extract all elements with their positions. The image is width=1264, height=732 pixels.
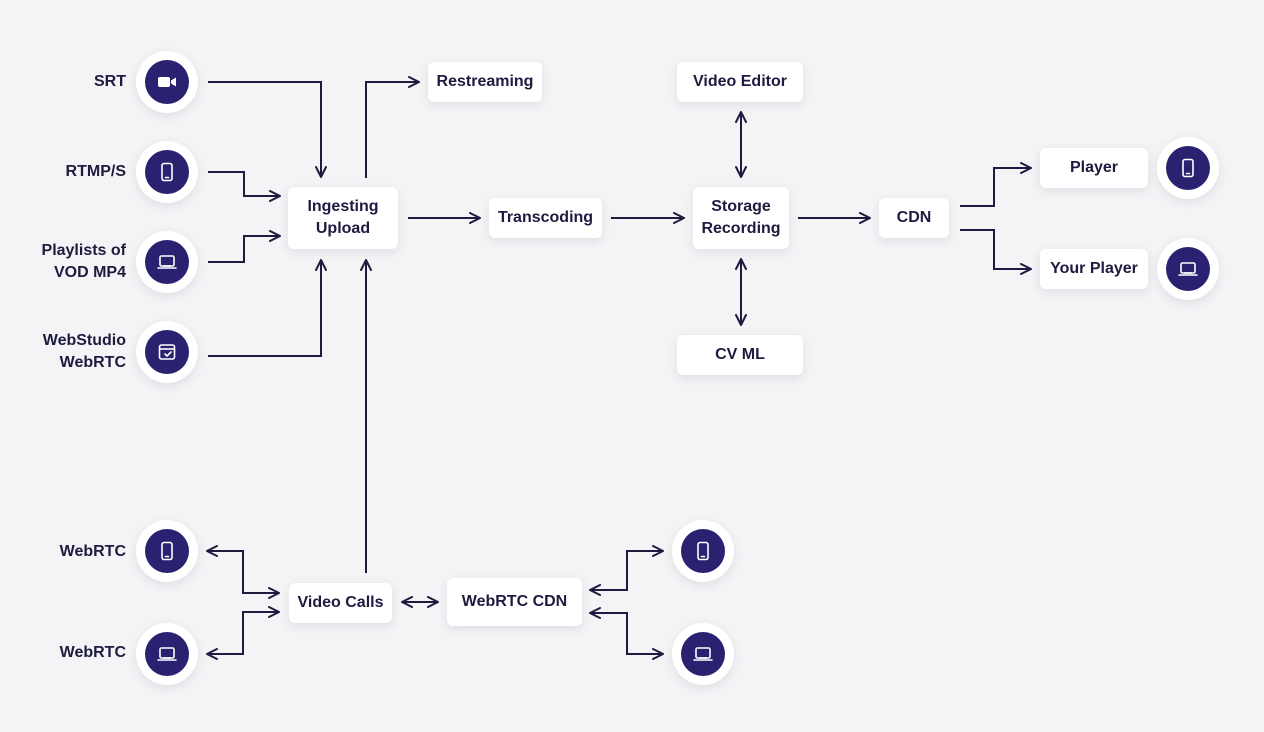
node-transcoding-label: Transcoding [497,209,594,226]
arrow-rtmp-to-ingest [208,171,281,202]
node-restreaming: Restreaming [428,62,542,102]
arrow-cdn-to-player [960,162,1032,207]
browser-check-icon [158,344,176,360]
video-camera-icon [158,77,176,87]
webrtc-bottom-source-icon [136,623,198,685]
label-playlists: Playlists of VOD MP4 [41,242,126,281]
rtmp-source-icon [136,141,198,203]
node-your-player-label: Your Player [1050,260,1138,277]
node-transcoding: Transcoding [489,198,602,238]
node-cdn: CDN [879,198,949,238]
node-ingesting-upload: Ingesting Upload [288,187,398,249]
node-cv-ml-label: CV ML [715,346,765,363]
arrow-webstudio-to-ingest [208,259,327,357]
node-webrtc-cdn-label: WebRTC CDN [461,593,568,610]
node-player-label: Player [1069,159,1119,176]
arrow-webrtc-cdn-to-phone [589,545,664,596]
playlists-source-icon [136,231,198,293]
label-rtmp: RTMP/S [65,163,126,180]
laptop-icon [693,647,713,661]
arrow-cdn-to-your-player [960,229,1032,275]
label-webrtc-bottom: WebRTC [59,644,126,661]
node-storage-recording: Storage Recording [693,187,789,249]
arrow-ingest-to-restreaming [365,76,420,178]
laptop-icon [1178,262,1198,276]
node-video-editor: Video Editor [677,62,803,102]
srt-source-icon [136,51,198,113]
node-cv-ml: CV ML [677,335,803,375]
laptop-icon [157,647,177,661]
label-webstudio: WebStudio WebRTC [42,332,126,371]
node-webrtc-cdn: WebRTC CDN [447,578,582,626]
arrow-webrtc-top-video-calls [206,545,280,599]
webstudio-source-icon [136,321,198,383]
webrtc-cdn-laptop-icon [672,623,734,685]
node-your-player: Your Player [1040,249,1148,289]
smartphone-icon [697,541,709,561]
player-output-icon [1157,137,1219,199]
arrow-srt-to-ingest [208,81,327,178]
node-cdn-label: CDN [896,209,932,226]
label-webrtc-top: WebRTC [59,543,126,560]
laptop-icon [157,255,177,269]
node-video-calls: Video Calls [289,583,392,623]
smartphone-icon [161,541,173,561]
webrtc-cdn-phone-icon [672,520,734,582]
node-ingesting-label: Ingesting Upload [307,198,379,237]
arrow-playlists-to-ingest [208,230,281,263]
your-player-output-icon [1157,238,1219,300]
node-player: Player [1040,148,1148,188]
arrow-webrtc-bottom-video-calls [206,606,280,660]
smartphone-icon [1182,158,1194,178]
smartphone-icon [161,162,173,182]
node-video-editor-label: Video Editor [693,73,787,90]
arrow-webrtc-cdn-to-laptop [589,607,664,660]
node-storage-label: Storage Recording [701,198,781,237]
label-srt: SRT [94,73,126,90]
node-video-calls-label: Video Calls [297,594,384,611]
node-restreaming-label: Restreaming [436,73,534,90]
webrtc-top-source-icon [136,520,198,582]
